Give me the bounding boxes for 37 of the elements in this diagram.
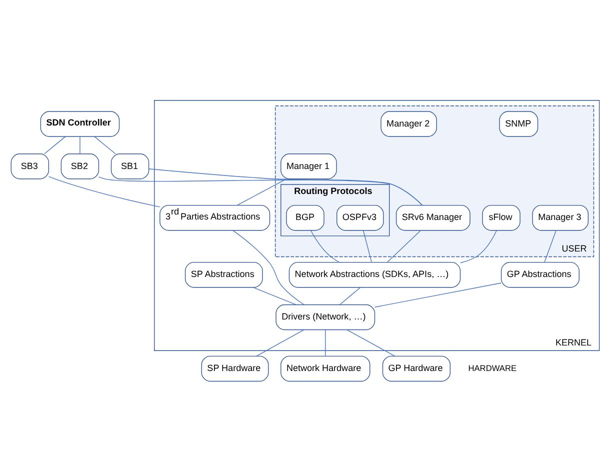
node-box: GP Abstractions: [500, 261, 580, 288]
node-box: GP Hardware: [382, 355, 451, 382]
connector: [252, 286, 296, 305]
connector: [374, 282, 502, 307]
node-box: Network Abstractions (SDKs, APIs, …): [288, 261, 461, 288]
connector: [98, 176, 423, 205]
connector: [94, 136, 116, 154]
node-box: SB1: [110, 153, 150, 179]
node-box: SP Abstractions: [184, 261, 263, 288]
connector: [236, 178, 287, 206]
node-box: Drivers (Network, …): [276, 304, 376, 330]
connector: [232, 230, 304, 304]
node-box: SNMP: [499, 110, 538, 136]
node-box: SP Hardware: [201, 355, 269, 382]
connector: [44, 136, 66, 154]
label: HARDWARE: [468, 362, 517, 372]
connector: [148, 168, 423, 206]
connector: [362, 230, 372, 262]
node-box: OSPFv3: [336, 204, 384, 230]
node-box: SDN Controller: [40, 110, 120, 136]
node-box: SB2: [60, 153, 100, 179]
node-box: Manager 3: [532, 204, 589, 230]
connector: [325, 328, 326, 356]
node-box: Manager 2: [380, 110, 437, 136]
connector: [460, 230, 497, 263]
node-box: sFlow: [482, 204, 520, 230]
connector: [544, 230, 556, 262]
connector: [346, 328, 396, 356]
node-box: BGP: [286, 204, 324, 230]
node-box: Manager 1: [280, 153, 337, 179]
connector: [310, 230, 340, 262]
connector: [48, 176, 160, 207]
node-box: SB3: [10, 153, 50, 179]
connector: [386, 230, 421, 262]
connector: [256, 328, 304, 356]
node-box: SRv6 Manager: [396, 204, 470, 230]
node-box: Network Hardware: [280, 355, 370, 382]
